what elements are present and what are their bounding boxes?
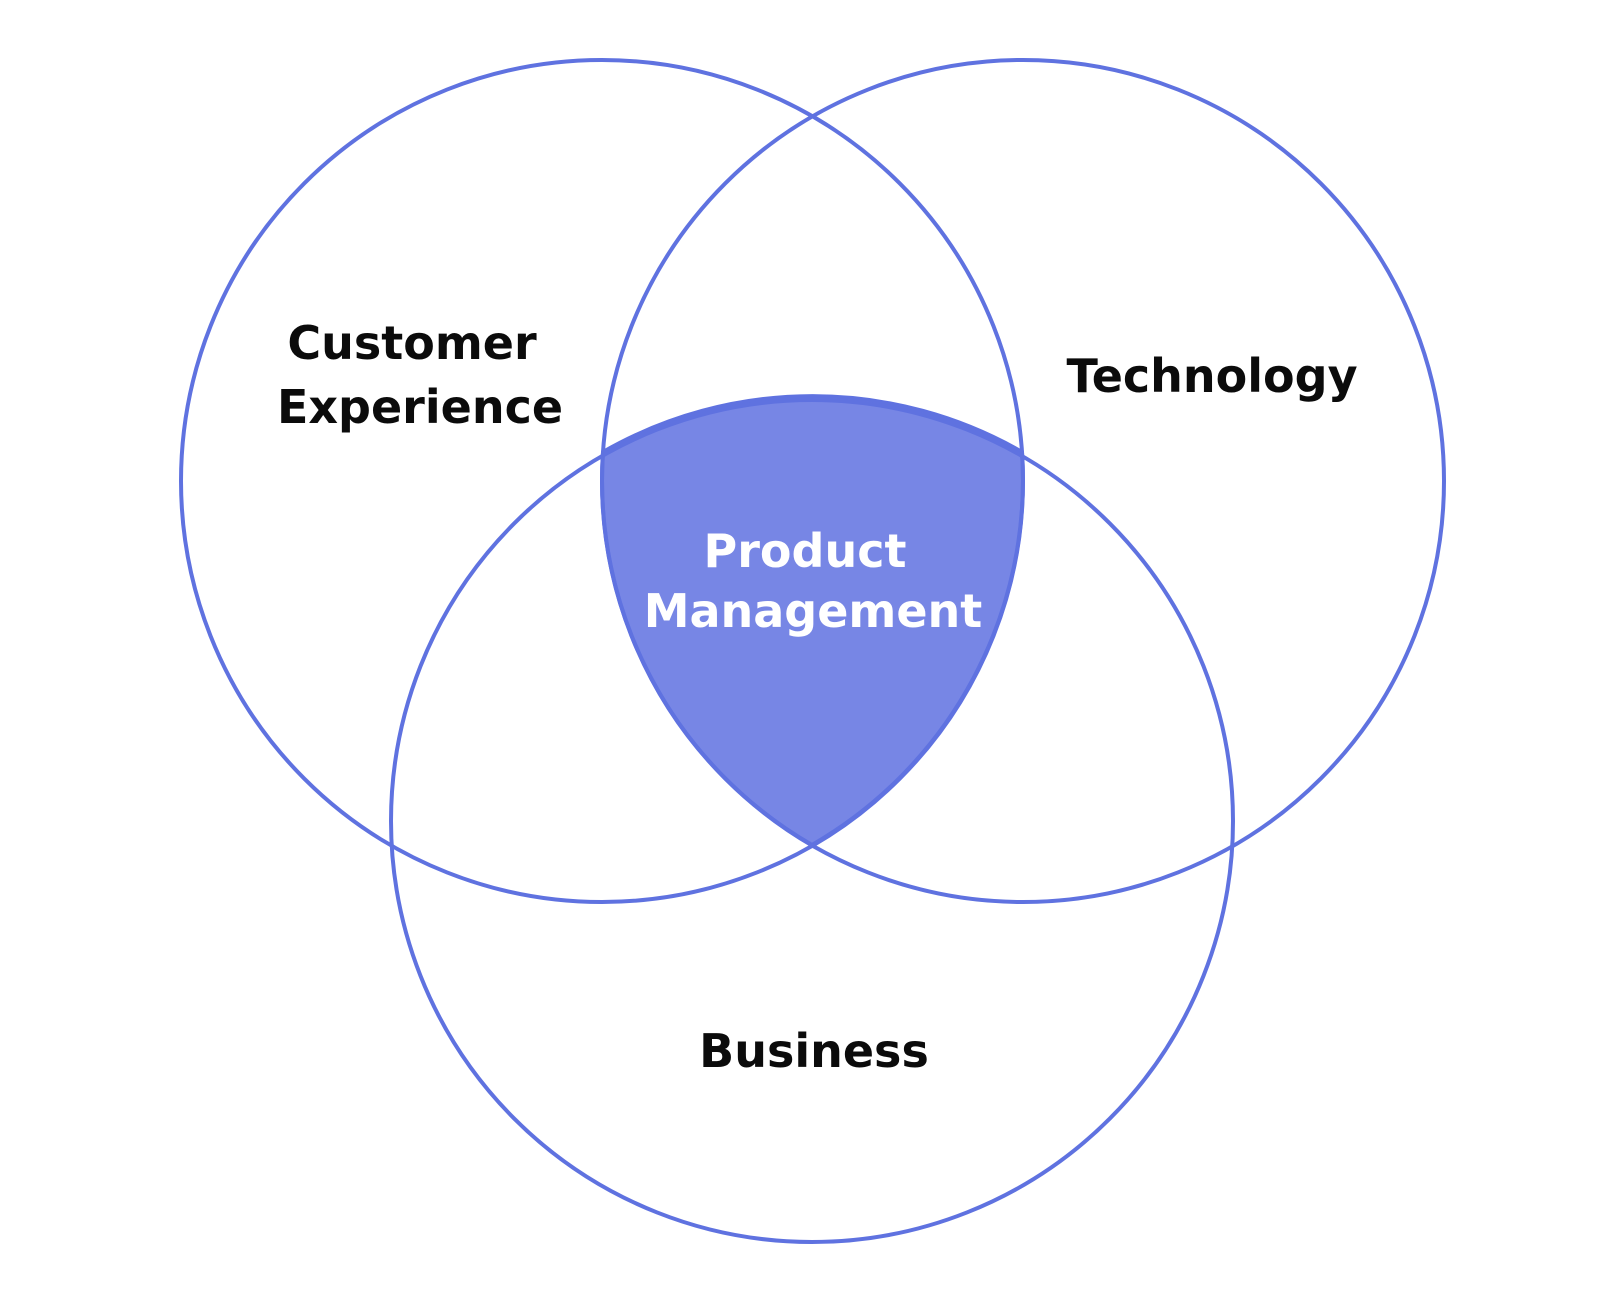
set-label-technology: Technology: [1066, 349, 1357, 403]
intersection-label-line: Product: [704, 524, 907, 578]
set-circle-technology: [600, 58, 1446, 904]
set-label-line: Experience: [277, 380, 563, 434]
set-circle-customer-experience: [179, 58, 1025, 904]
set-label-line: Customer: [287, 316, 537, 370]
intersection-label-line: Management: [644, 584, 983, 638]
set-label-business: Business: [699, 1024, 929, 1078]
intersection-label: Product Management: [644, 524, 983, 638]
set-circle-business: [389, 398, 1235, 1244]
set-label-customer-experience: Customer Experience: [277, 316, 563, 434]
